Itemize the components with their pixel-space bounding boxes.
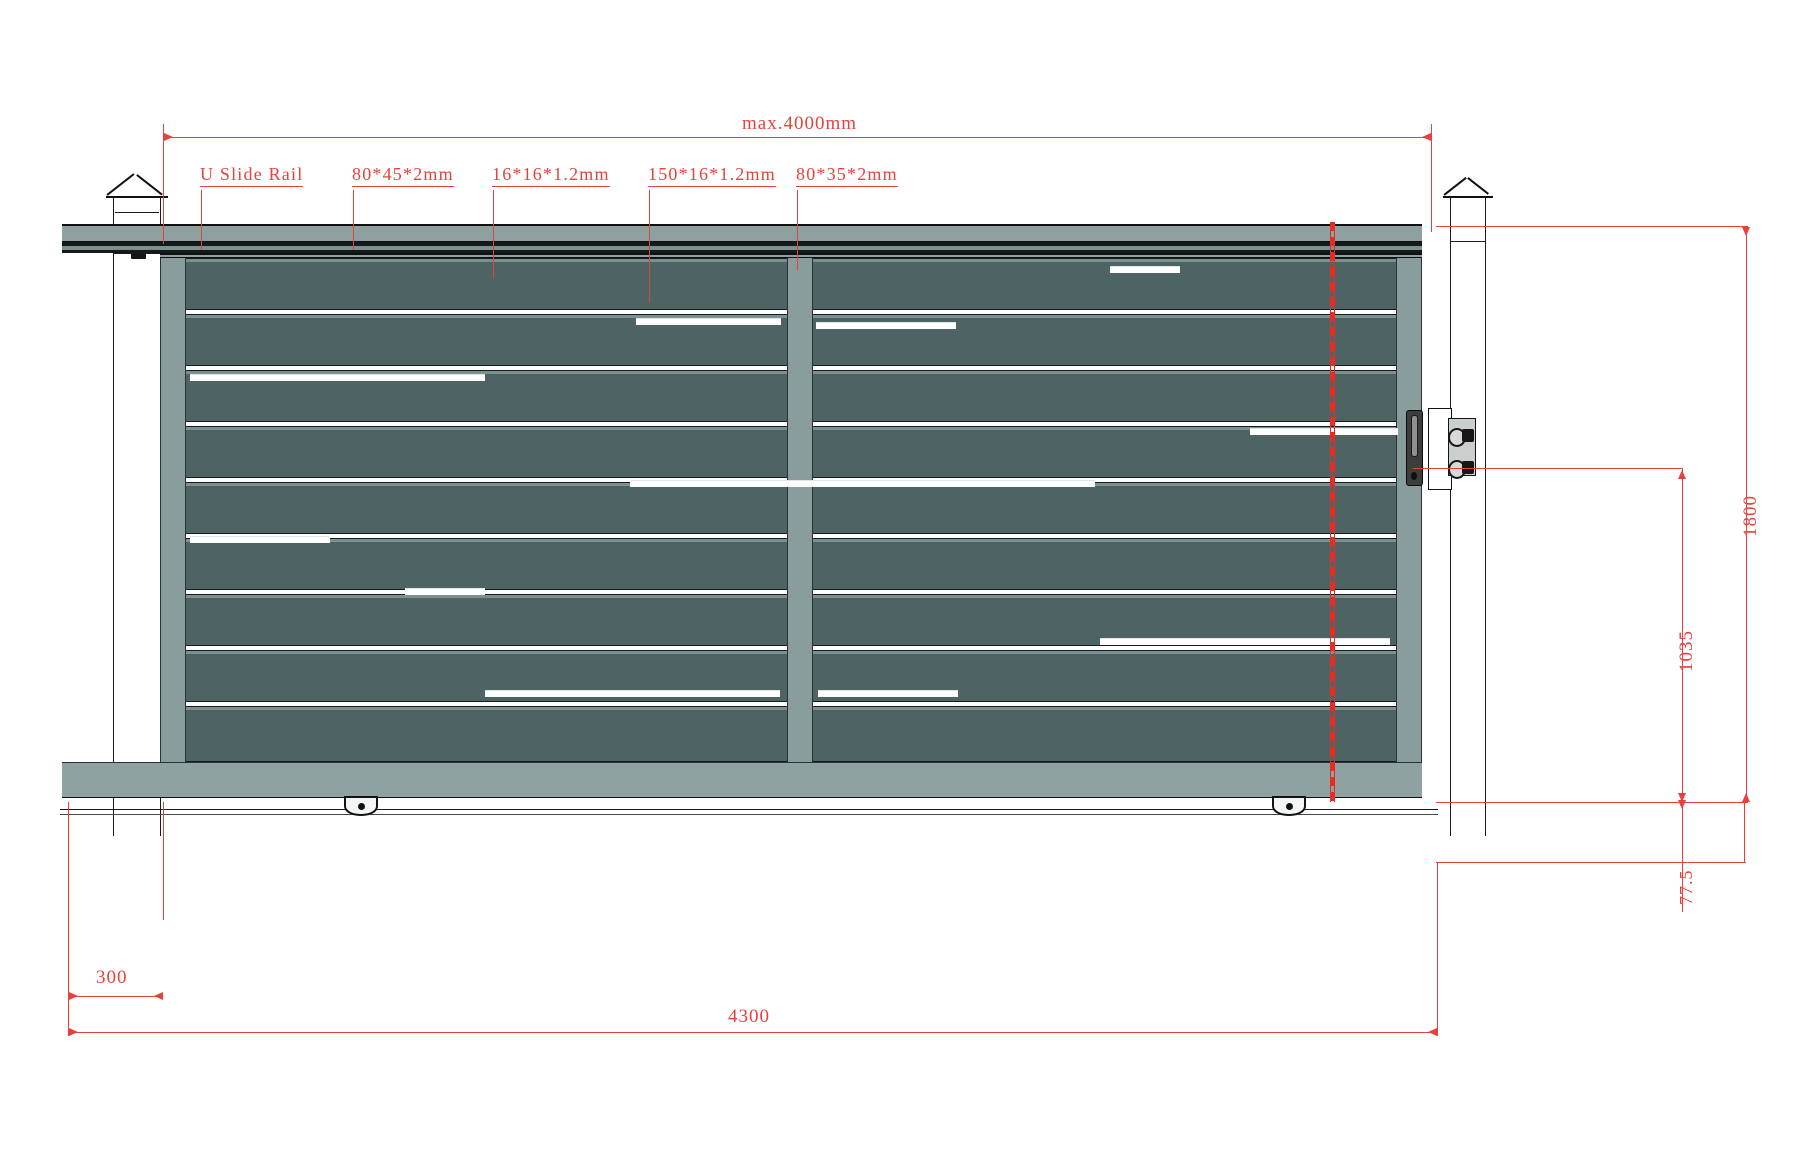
u-slide-rail-lower-web xyxy=(62,250,1422,253)
dim-opening-arrow-right xyxy=(1422,133,1431,141)
slat-highlight xyxy=(818,690,958,697)
dim-lock-height-leader xyxy=(1413,468,1683,469)
lock-keyhole xyxy=(1411,471,1418,480)
dim-clearance-text: 77.5 xyxy=(1676,869,1696,906)
dim-opening-text: max.4000mm xyxy=(742,113,858,134)
dim-tail-measure-line xyxy=(68,996,163,997)
left-post-collar-line xyxy=(115,212,159,214)
slat-highlight xyxy=(816,322,956,329)
left-post-guide-roller-a xyxy=(131,250,146,259)
slat xyxy=(813,258,1396,310)
left-post-cap xyxy=(106,170,168,198)
slat-highlight xyxy=(1110,266,1180,273)
callout-slat-small-leader xyxy=(493,190,494,278)
slat-highlight xyxy=(190,536,330,543)
dim-clearance-arrow xyxy=(1678,800,1686,809)
dim-overall-ext-left xyxy=(68,912,69,1036)
slat xyxy=(813,370,1396,422)
callout-slat-small: 16*16*1.2mm xyxy=(492,164,610,187)
top-rail-80x45 xyxy=(62,224,1422,242)
callout-top-rail-profile: 80*45*2mm xyxy=(352,164,454,187)
right-post-collar xyxy=(1450,196,1486,242)
dim-opening-ext-right xyxy=(1431,124,1432,232)
dim-tail-arrow-right xyxy=(154,992,163,1000)
slat-highlight xyxy=(190,374,485,381)
dim-height-line xyxy=(1746,226,1747,802)
dim-tail-ext-left xyxy=(68,802,69,920)
dim-height-arrow-top xyxy=(1742,227,1750,236)
lock-bolt-lower xyxy=(1448,460,1474,479)
dim-overall-text: 4300 xyxy=(728,1006,770,1027)
dim-overall-ext-right xyxy=(1437,862,1438,1036)
callout-slat-large: 150*16*1.2mm xyxy=(648,164,776,187)
slat xyxy=(186,426,787,478)
callout-u-slide-rail: U Slide Rail xyxy=(200,164,304,187)
callout-top-rail-profile-leader xyxy=(353,190,354,250)
callout-slat-large-leader xyxy=(649,190,650,302)
dim-opening-arrow-left xyxy=(164,133,173,141)
dim-lock-height-text: 1035 xyxy=(1676,630,1697,672)
lock-bolt-upper xyxy=(1448,428,1474,447)
dim-tail-text: 300 xyxy=(96,967,128,988)
dim-height-ext-top xyxy=(1436,226,1748,227)
slat xyxy=(186,594,787,646)
slat xyxy=(813,538,1396,590)
slat-highlight xyxy=(405,588,485,595)
slat xyxy=(186,482,787,534)
top-rail-cap xyxy=(160,253,1422,258)
dim-clearance-line xyxy=(1744,802,1745,862)
dim-height-ext-bottom xyxy=(1436,802,1748,803)
gate-lock-handle[interactable] xyxy=(1406,410,1423,486)
carriage-roller xyxy=(1272,796,1306,816)
slat-highlight xyxy=(485,690,780,697)
callout-u-slide-rail-leader xyxy=(201,190,202,250)
dim-overall-arrow-right xyxy=(1428,1028,1437,1036)
left-stile xyxy=(160,258,186,762)
dim-overall-line xyxy=(68,1032,1438,1033)
slat-highlight xyxy=(1250,428,1398,435)
dim-clearance-vline xyxy=(1682,802,1683,912)
dim-height-arrow-bottom xyxy=(1742,793,1750,802)
u-slide-rail-channel xyxy=(62,246,1422,250)
bottom-rail xyxy=(62,762,1422,798)
dim-height-text: 1800 xyxy=(1740,495,1761,537)
dim-lock-height-line xyxy=(1682,468,1683,802)
slat-highlight xyxy=(1100,638,1390,645)
ground-line-secondary xyxy=(60,814,1438,815)
slat xyxy=(186,258,787,310)
left-post xyxy=(113,196,161,836)
dim-clearance-ext xyxy=(1436,862,1746,863)
dim-overall-arrow-left xyxy=(69,1028,78,1036)
slat xyxy=(186,706,787,762)
slat xyxy=(813,594,1396,646)
slat xyxy=(813,706,1396,762)
slat-highlight xyxy=(636,318,781,325)
section-centre-line xyxy=(1330,222,1335,802)
dim-opening-ext-left xyxy=(163,124,164,244)
centre-stile xyxy=(787,258,813,762)
u-slide-rail-upper-web xyxy=(62,242,1422,246)
callout-stile-profile: 80*35*2mm xyxy=(796,164,898,187)
lock-handle-slot xyxy=(1411,415,1418,457)
slat xyxy=(186,538,787,590)
slat-highlight xyxy=(630,480,1095,487)
dim-tail-ext-right xyxy=(163,802,164,920)
dim-opening-line xyxy=(163,137,1431,138)
right-post xyxy=(1450,196,1486,836)
dim-lock-height-arrow-bottom xyxy=(1678,793,1686,802)
ground-line xyxy=(60,809,1438,811)
callout-stile-profile-leader xyxy=(797,190,798,270)
carriage-roller xyxy=(344,796,378,816)
right-stile xyxy=(1396,258,1422,762)
right-post-cap xyxy=(1443,172,1493,198)
dim-tail-arrow-left xyxy=(69,992,78,1000)
dim-lock-height-arrow-top xyxy=(1678,470,1686,479)
slat xyxy=(813,482,1396,534)
